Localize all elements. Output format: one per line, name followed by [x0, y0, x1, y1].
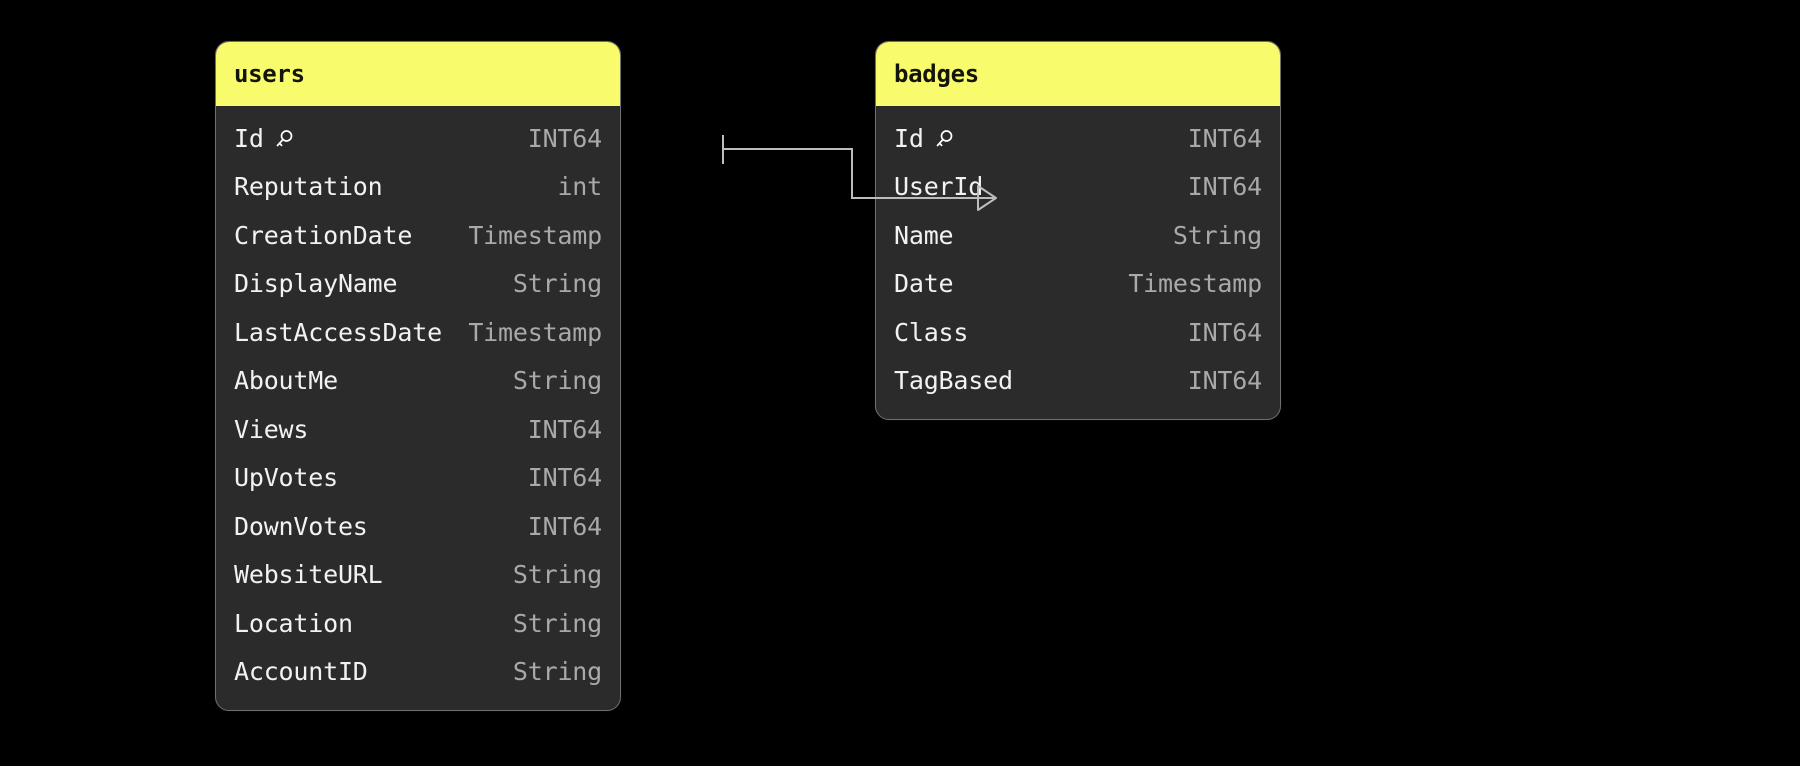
field-name-cell: WebsiteURL [234, 560, 383, 589]
field-type-cell: String [512, 269, 602, 299]
field-row-users-views[interactable]: Views INT64 [216, 405, 620, 454]
field-label: Location [234, 608, 353, 638]
field-label: DownVotes [234, 511, 368, 541]
field-name-cell: UserId [894, 172, 983, 201]
field-type-cell: INT64 [1187, 123, 1262, 153]
field-row-badges-userid[interactable]: UserId INT64 [876, 163, 1280, 212]
field-type-cell: String [512, 657, 602, 687]
field-label: Id [234, 123, 264, 153]
field-type-cell: Timestamp [468, 220, 602, 250]
field-label: Id [894, 123, 924, 153]
field-row-badges-tagbased[interactable]: TagBased INT64 [876, 357, 1280, 406]
field-label: LastAccessDate [234, 317, 442, 347]
entity-title-badges: badges [894, 60, 979, 88]
field-type-cell: int [557, 172, 602, 202]
field-name-cell: Class [894, 318, 968, 347]
field-name-cell: AccountID [234, 657, 368, 686]
field-label: CreationDate [234, 220, 413, 250]
field-type-cell: Timestamp [1128, 269, 1262, 299]
field-label: Name [894, 220, 954, 250]
field-type-cell: String [1172, 220, 1262, 250]
field-label: Date [894, 269, 954, 299]
field-name-cell: Name [894, 220, 954, 250]
field-row-users-id[interactable]: Id INT64 [216, 114, 620, 163]
field-type-cell: Timestamp [468, 317, 602, 347]
field-row-users-websiteurl[interactable]: WebsiteURL String [216, 551, 620, 600]
field-row-users-reputation[interactable]: Reputation int [216, 163, 620, 212]
field-name-cell: Id [894, 124, 956, 153]
field-row-users-creationdate[interactable]: CreationDate Timestamp [216, 211, 620, 260]
field-label: DisplayName [234, 269, 398, 299]
field-type-cell: INT64 [527, 511, 602, 541]
field-row-users-location[interactable]: Location String [216, 599, 620, 648]
field-name-cell: DownVotes [234, 512, 368, 541]
field-label: AboutMe [234, 366, 338, 396]
field-row-badges-id[interactable]: Id INT64 [876, 114, 1280, 163]
field-type-cell: INT64 [527, 463, 602, 493]
field-row-users-lastaccessdate[interactable]: LastAccessDate Timestamp [216, 308, 620, 357]
field-type-cell: INT64 [1187, 366, 1262, 396]
field-name-cell: Reputation [234, 172, 383, 201]
key-icon [932, 127, 956, 151]
field-name-cell: Date [894, 269, 954, 299]
field-row-users-accountid[interactable]: AccountID String [216, 648, 620, 697]
field-type-cell: String [512, 366, 602, 396]
entity-card-users[interactable]: users Id INT64 Repu [215, 41, 621, 711]
field-type-cell: INT64 [527, 123, 602, 153]
field-label: Reputation [234, 172, 383, 202]
field-type-cell: INT64 [1187, 317, 1262, 347]
field-name-cell: Location [234, 609, 353, 638]
field-row-badges-date[interactable]: Date Timestamp [876, 260, 1280, 309]
field-name-cell: CreationDate [234, 221, 412, 250]
field-type-cell: INT64 [527, 414, 602, 444]
field-row-badges-class[interactable]: Class INT64 [876, 308, 1280, 357]
entity-card-badges[interactable]: badges Id INT64 Use [875, 41, 1281, 420]
field-label: Class [894, 317, 969, 347]
entity-header-users[interactable]: users [216, 42, 620, 106]
field-type-cell: String [512, 608, 602, 638]
entity-header-badges[interactable]: badges [876, 42, 1280, 106]
field-label: WebsiteURL [234, 560, 383, 590]
field-label: UserId [894, 172, 984, 202]
field-row-badges-name[interactable]: Name String [876, 211, 1280, 260]
key-icon [272, 127, 296, 151]
field-label: AccountID [234, 657, 368, 687]
field-type-cell: INT64 [1187, 172, 1262, 202]
field-label: Views [234, 414, 309, 444]
entity-title-users: users [234, 60, 305, 88]
entity-fields-users: Id INT64 Reputation int [216, 106, 620, 710]
field-name-cell: DisplayName [234, 269, 398, 299]
field-name-cell: TagBased [894, 366, 1013, 395]
field-name-cell: UpVotes [234, 463, 338, 492]
field-name-cell: LastAccessDate [234, 318, 442, 347]
field-row-users-displayname[interactable]: DisplayName String [216, 260, 620, 309]
field-type-cell: String [512, 560, 602, 590]
field-name-cell: Views [234, 415, 308, 444]
field-label: TagBased [894, 366, 1013, 396]
field-name-cell: AboutMe [234, 366, 338, 395]
field-row-users-upvotes[interactable]: UpVotes INT64 [216, 454, 620, 503]
field-name-cell: Id [234, 124, 296, 153]
field-row-users-downvotes[interactable]: DownVotes INT64 [216, 502, 620, 551]
field-label: UpVotes [234, 463, 338, 493]
field-row-users-aboutme[interactable]: AboutMe String [216, 357, 620, 406]
entity-fields-badges: Id INT64 UserId INT64 [876, 106, 1280, 419]
